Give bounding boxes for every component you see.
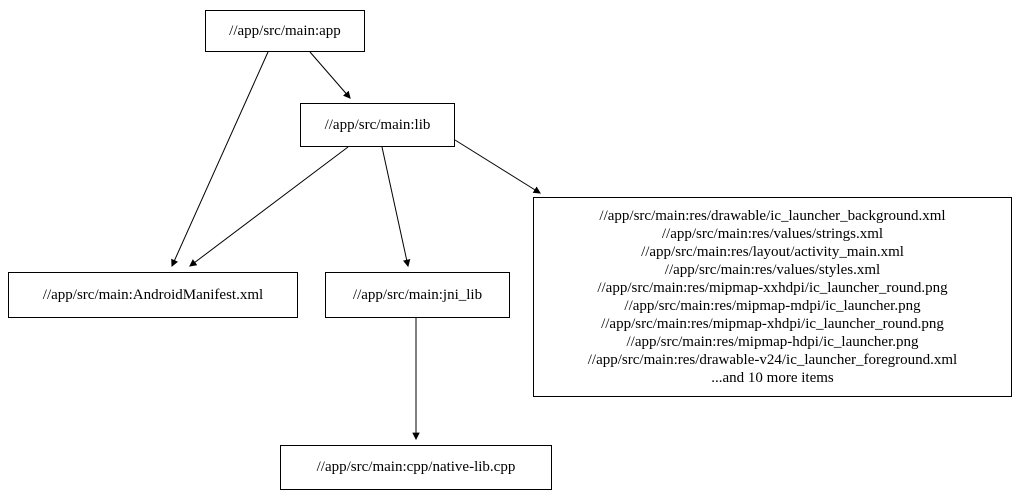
edge-app-lib [309, 51, 351, 99]
node-android-manifest: //app/src/main:AndroidManifest.xml [8, 272, 298, 318]
node-android-manifest-label: //app/src/main:AndroidManifest.xml [42, 286, 264, 303]
node-native-lib-cpp-label: //app/src/main:cpp/native-lib.cpp [316, 459, 516, 475]
node-res-files: //app/src/main:res/drawable/ic_launcher_… [533, 197, 1012, 397]
node-jni-lib: //app/src/main:jni_lib [325, 272, 510, 318]
edge-lib-res [454, 139, 541, 194]
edge-lib-manifest [189, 146, 349, 267]
edge-lib-jnilib [381, 146, 411, 268]
edge-app-manifest [171, 51, 269, 268]
node-jni-lib-label: //app/src/main:jni_lib [352, 286, 483, 303]
node-lib: //app/src/main:lib [300, 103, 455, 147]
node-app: //app/src/main:app [205, 10, 365, 52]
node-app-label: //app/src/main:app [229, 22, 341, 39]
node-lib-label: //app/src/main:lib [324, 116, 431, 133]
node-native-lib-cpp: //app/src/main:cpp/native-lib.cpp [280, 445, 552, 490]
